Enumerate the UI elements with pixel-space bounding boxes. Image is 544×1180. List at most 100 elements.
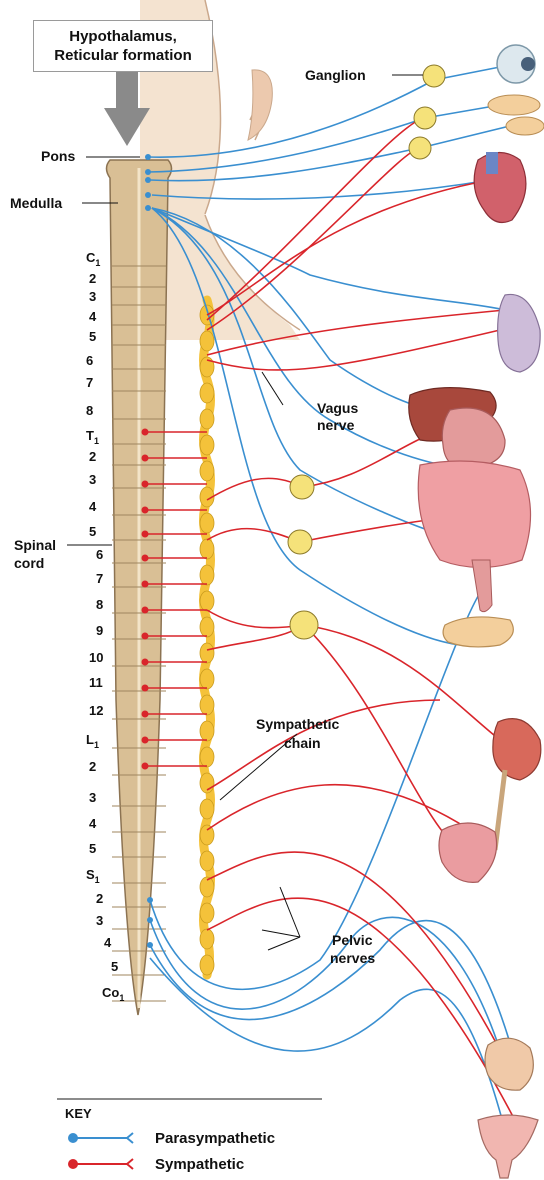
lung-icon: [498, 294, 541, 372]
segment-label: 4: [89, 816, 97, 831]
parasympathetic-origin: [145, 205, 151, 211]
pons-label: Pons: [41, 148, 75, 164]
stomach-icon: [442, 408, 505, 468]
uterus-icon: [478, 1115, 538, 1178]
pelvic-nerves-label-1: Pelvic: [332, 932, 373, 948]
sympathetic-origin: [142, 481, 149, 488]
segment-label: 2: [89, 271, 96, 286]
chain-ganglion: [200, 383, 214, 403]
segment-label: C1: [86, 250, 100, 268]
sympathetic-origin: [142, 711, 149, 718]
kidney-icon: [493, 719, 541, 780]
segment-label: 5: [89, 329, 96, 344]
segment-label: 2: [89, 449, 96, 464]
segment-label: 3: [89, 289, 96, 304]
sympathetic-origin: [142, 685, 149, 692]
sympathetic-origin: [142, 763, 149, 770]
chain-ganglion: [200, 461, 214, 481]
sympathetic-chain-label-2: chain: [284, 735, 321, 751]
segment-label: Co1: [102, 985, 124, 1003]
hypothalamus-label-1: Hypothalamus,: [69, 27, 177, 46]
chain-ganglion: [200, 851, 214, 871]
chain-ganglion: [200, 929, 214, 949]
sympathetic-fiber: [207, 430, 440, 500]
segment-label: L1: [86, 732, 99, 750]
chain-ganglion: [200, 695, 214, 715]
chain-ganglion: [200, 435, 214, 455]
segment-label: 6: [96, 547, 103, 562]
spinal-cord-label-2: cord: [14, 555, 44, 571]
sympathetic-origin: [142, 429, 149, 436]
parasympathetic-origin: [145, 192, 151, 198]
sympathetic-line-icon: [65, 1156, 137, 1172]
segment-label: 12: [89, 703, 103, 718]
chain-ganglion: [200, 669, 214, 689]
intestine-icon: [418, 461, 530, 568]
segment-label: 7: [86, 375, 93, 390]
segment-label: 8: [86, 403, 93, 418]
segment-label: 3: [96, 913, 103, 928]
eye-icon: [497, 45, 535, 83]
chain-ganglion: [200, 565, 214, 585]
hypothalamus-box: Hypothalamus, Reticular formation: [33, 20, 213, 72]
parasympathetic-origin: [145, 154, 151, 160]
sympathetic-origin: [142, 607, 149, 614]
ganglion-inferior: [290, 611, 318, 639]
salivary-gland-icon: [506, 117, 544, 135]
ganglion-mesenteric: [288, 530, 312, 554]
segment-label: 2: [89, 759, 96, 774]
ear: [248, 70, 272, 140]
legend-sympathetic: Sympathetic: [65, 1152, 244, 1176]
segment-label: 5: [111, 959, 118, 974]
chain-ganglion: [200, 643, 214, 663]
sympathetic-origin: [142, 659, 149, 666]
ganglion-label: Ganglion: [305, 67, 366, 83]
sympathetic-origin: [142, 633, 149, 640]
legend-parasympathetic: Parasympathetic: [65, 1126, 275, 1150]
pancreas-icon: [443, 617, 513, 647]
vagus-label-1: Vagus: [317, 400, 358, 416]
sympathetic-fiber: [207, 625, 460, 850]
nerve-fibers: [142, 66, 521, 1130]
chain-ganglion: [200, 747, 214, 767]
segment-label: T1: [86, 428, 99, 446]
legend-title: KEY: [65, 1106, 92, 1121]
segment-label: 4: [104, 935, 112, 950]
parasympathetic-origin: [147, 917, 153, 923]
pelvic-nerves-label-2: nerves: [330, 950, 375, 966]
segment-label: 10: [89, 650, 103, 665]
bladder-icon: [439, 823, 497, 882]
hypothalamus-label-2: Reticular formation: [54, 46, 192, 65]
testes-icon: [485, 1038, 533, 1090]
parasympathetic-origin: [145, 169, 151, 175]
spinal-cord-label-1: Spinal: [14, 537, 56, 553]
chain-ganglion: [200, 539, 214, 559]
parasympathetic-origin: [147, 942, 153, 948]
medulla-label: Medulla: [10, 195, 62, 211]
parasympathetic-line-icon: [65, 1130, 137, 1146]
parasympathetic-origin: [145, 177, 151, 183]
chain-ganglion: [200, 721, 214, 741]
chain-ganglion: [200, 799, 214, 819]
ganglion-2: [414, 107, 436, 129]
chain-ganglion: [200, 331, 214, 351]
segment-label: 11: [89, 675, 103, 690]
sympathetic-origin: [142, 507, 149, 514]
sympathetic-origin: [142, 737, 149, 744]
segment-label: 5: [89, 841, 96, 856]
legend: KEY Parasympathetic Sympathetic: [57, 1098, 322, 1180]
heart-vessel-icon: [486, 152, 498, 174]
sympathetic-chain-label-1: Sympathetic: [256, 716, 339, 732]
chain-ganglion: [200, 617, 214, 637]
parasympathetic-label: Parasympathetic: [155, 1130, 275, 1147]
segment-label: 7: [96, 571, 103, 586]
segment-label: 3: [89, 790, 96, 805]
sympathetic-origin: [142, 581, 149, 588]
parasympathetic-origin: [147, 897, 153, 903]
ganglion-3: [409, 137, 431, 159]
rectum-icon: [472, 560, 492, 612]
sympathetic-origin: [142, 531, 149, 538]
sympathetic-origin: [142, 455, 149, 462]
chain-ganglion: [200, 591, 214, 611]
